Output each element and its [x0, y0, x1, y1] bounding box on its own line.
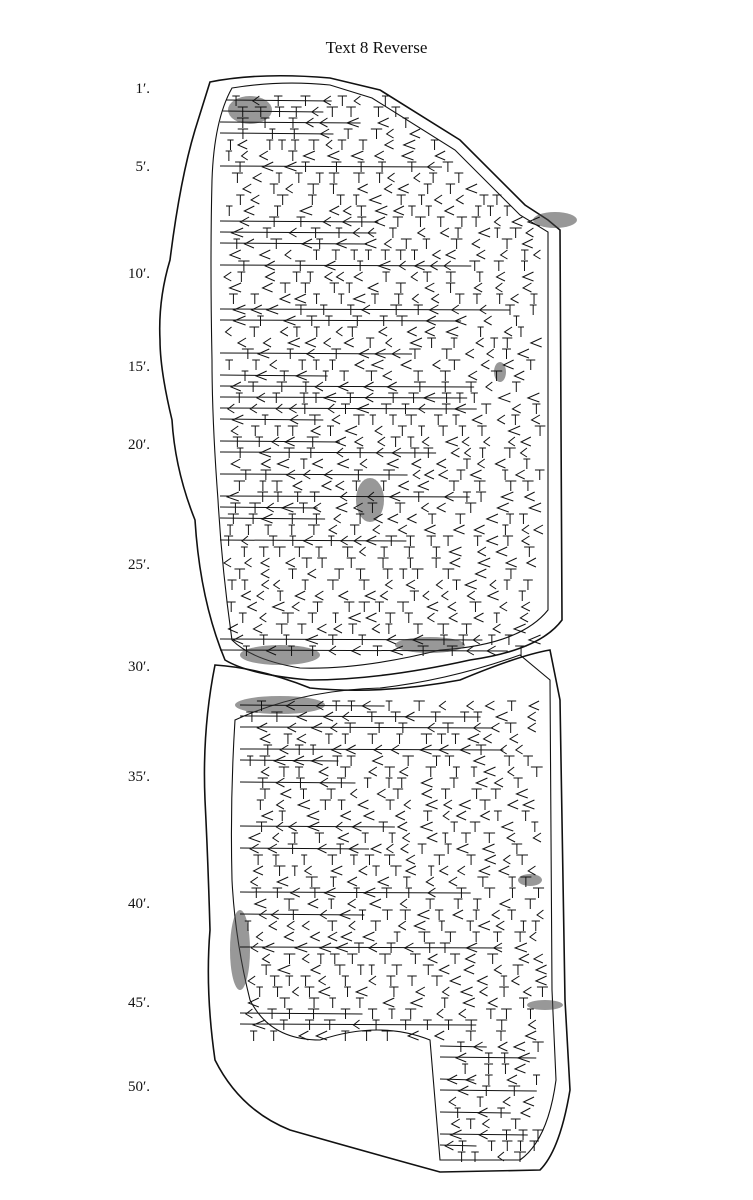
line-label: 15′.	[127, 359, 150, 375]
figure-title: Text 8 Reverse	[325, 38, 428, 57]
line-label: 20′.	[127, 437, 150, 453]
line-label: 30′.	[127, 659, 150, 675]
upper-fragment-outline	[158, 74, 563, 681]
line-label: 10′.	[127, 266, 150, 282]
lower-fragment-outline	[203, 649, 571, 1173]
line-label: 50′.	[127, 1079, 150, 1095]
line-label: 25′.	[127, 557, 150, 573]
line-label: 5′.	[135, 159, 150, 175]
line-label: 1′.	[135, 81, 150, 97]
line-label: 40′.	[127, 896, 150, 912]
line-label: 45′.	[127, 995, 150, 1011]
line-label: 35′.	[127, 769, 150, 785]
